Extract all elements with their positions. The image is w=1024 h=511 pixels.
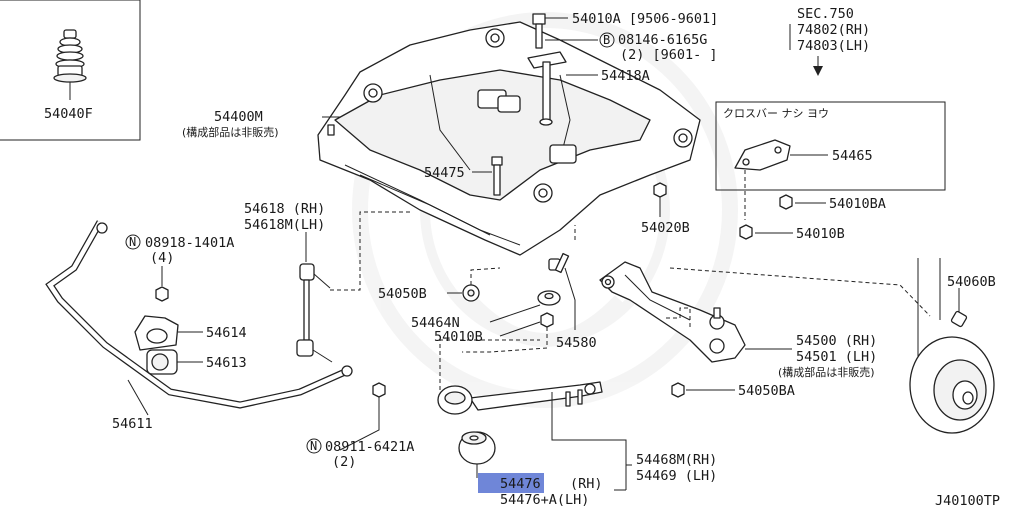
label-54050BA[interactable]: 54050BA [738,383,795,399]
label-54010B-crossbar[interactable]: 54010B [796,226,845,242]
nut-08911[interactable] [372,382,386,398]
label-54500-note: (構成部品は非販売) [778,365,875,379]
arrow-down-icon [813,66,823,76]
highlight-54476 [478,473,544,493]
bolt-54010A[interactable] [532,13,546,49]
nut-08918[interactable] [155,286,169,302]
label-54465[interactable]: 54465 [832,148,873,164]
nut-54050BA[interactable] [671,382,685,398]
label-74803-lh[interactable]: 74803(LH) [797,38,870,54]
bushing-54613[interactable] [146,349,178,375]
clip-fastener-drawing[interactable] [53,29,87,83]
label-08918-qty: (4) [150,250,174,266]
label-08911-qty: (2) [332,454,356,470]
label-74802-rh[interactable]: 74802(RH) [797,22,870,38]
ball-joint[interactable] [709,307,725,354]
nut-symbol-08911: N [310,439,317,453]
inset-crossbar [715,101,946,191]
label-54618-rh[interactable]: 54618 (RH) [244,201,325,217]
label-crossbar-title: クロスバー ナシ ヨウ [723,107,829,120]
bracket-54418A[interactable] [527,51,567,126]
label-54468M-rh[interactable]: 54468M(RH) [636,452,717,468]
bracket-54614[interactable] [134,315,179,351]
label-54010A[interactable]: 54010A [9506-9601] [572,11,718,27]
label-54614[interactable]: 54614 [206,325,247,341]
label-54464N[interactable]: 54464N [411,315,460,331]
label-54040F[interactable]: 54040F [44,106,93,122]
rebound-stopper-54050B[interactable] [462,284,480,302]
nut-54010BA[interactable] [779,194,793,210]
transverse-link-54500[interactable] [599,261,746,363]
label-54476A-lh[interactable]: 54476+A(LH) [500,492,589,508]
washer-54464N[interactable] [537,290,561,306]
wheel-hub-assembly[interactable] [909,336,995,434]
bolt-54580[interactable] [548,252,570,274]
nut-54010B-crossbar[interactable] [739,224,753,240]
label-54611[interactable]: 54611 [112,416,153,432]
label-54476-rh: (RH) [570,476,603,492]
stabilizer-connecting-rod[interactable] [296,263,333,363]
label-54050B[interactable]: 54050B [378,286,427,302]
label-54475[interactable]: 54475 [424,165,465,181]
label-54580[interactable]: 54580 [556,335,597,351]
label-54010B[interactable]: 54010B [434,329,483,345]
diagram-id: J40100TP [935,493,1000,509]
label-08146-qty: (2) [9601- ] [620,47,718,63]
bolt-symbol: B [603,33,610,47]
label-54010BA[interactable]: 54010BA [829,196,886,212]
label-08911-6421A[interactable]: 08911-6421A [325,439,414,455]
label-54613[interactable]: 54613 [206,355,247,371]
label-54400M-note: (構成部品は非販売) [182,125,279,139]
stabilizer-bar-54611[interactable] [45,220,353,409]
nut-54010B[interactable] [540,312,554,328]
front-suspension-member[interactable] [317,21,701,256]
label-54618M-lh[interactable]: 54618M(LH) [244,217,325,233]
bolt-54060B[interactable] [950,310,968,328]
nut-symbol-08918: N [129,235,136,249]
stay-54465[interactable] [734,139,791,171]
label-54400M[interactable]: 54400M [214,109,263,125]
label-sec750[interactable]: SEC.750 [797,6,854,22]
label-54501-lh[interactable]: 54501 (LH) [796,349,877,365]
inset-54040F: 54040F [0,0,141,141]
label-54060B[interactable]: 54060B [947,274,996,290]
label-54020B[interactable]: 54020B [641,220,690,236]
label-08918-1401A[interactable]: 08918-1401A [145,235,234,251]
label-54418A[interactable]: 54418A [601,68,650,84]
bushing-54476[interactable] [458,431,496,465]
compression-rod-54468M[interactable] [437,381,603,415]
label-54500-rh[interactable]: 54500 (RH) [796,333,877,349]
bolt-54475[interactable] [491,156,503,196]
label-08146-6165G[interactable]: 08146-6165G [618,32,707,48]
nut-54020B[interactable] [653,182,667,198]
label-54476[interactable]: 54476 [500,476,541,492]
label-54469-lh[interactable]: 54469 (LH) [636,468,717,484]
